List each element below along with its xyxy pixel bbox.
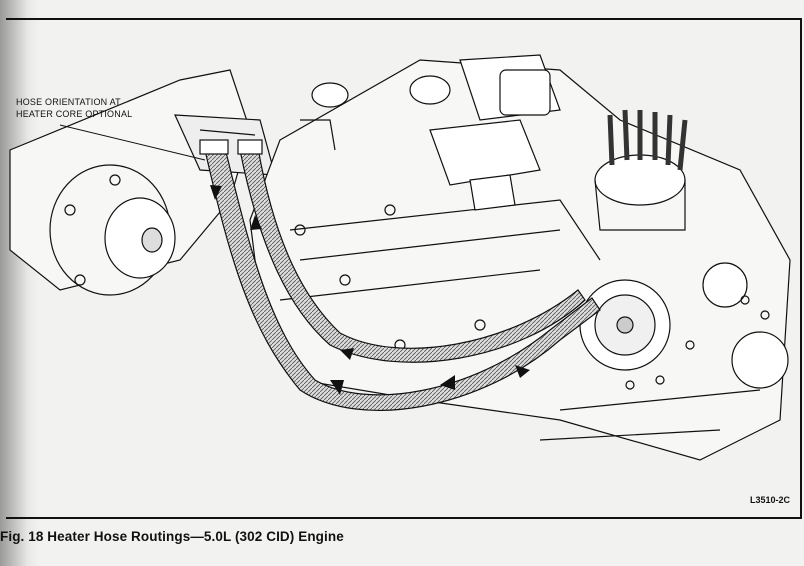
heater-hoses <box>199 139 601 411</box>
figure-caption: Fig. 18 Heater Hose Routings—5.0L (302 C… <box>0 529 344 544</box>
blower-motor <box>49 164 176 296</box>
callout-line-1: HOSE ORIENTATION AT <box>16 97 121 107</box>
hose-orientation-callout: HOSE ORIENTATION AT HEATER CORE OPTIONAL <box>16 96 132 120</box>
flow-arrows <box>210 185 530 395</box>
figure-id: L3510-2C <box>749 495 790 505</box>
callout-line-2: HEATER CORE OPTIONAL <box>16 109 133 119</box>
figure-frame <box>6 18 802 519</box>
page-gutter-shadow <box>0 0 40 566</box>
